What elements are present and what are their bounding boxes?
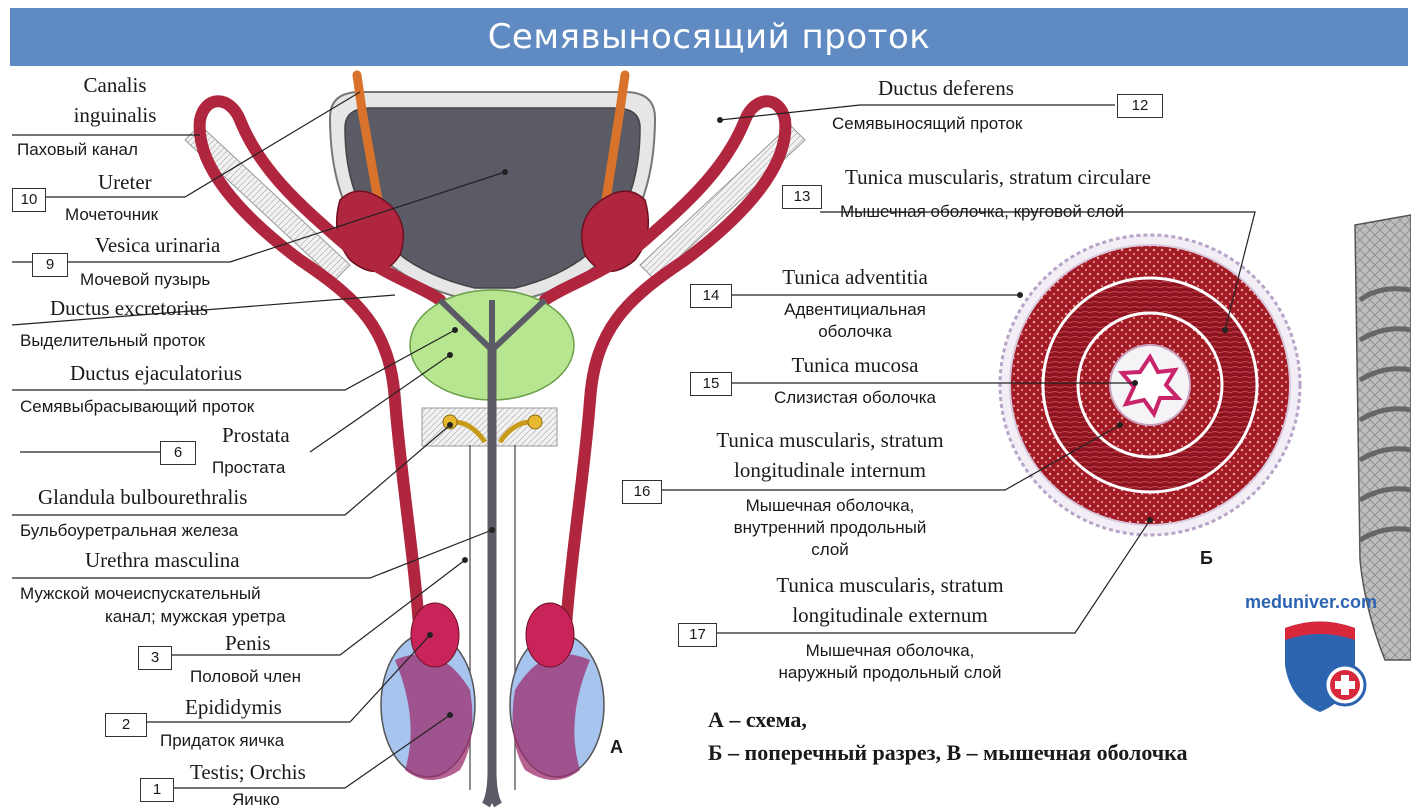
penis-label-lat: Penis (225, 631, 271, 656)
ejaculatorius-label-lat: Ductus ejaculatorius (70, 361, 242, 386)
urethra-label-rus-1: Мужской мочеиспускательный (20, 584, 261, 604)
ureter-label-rus: Мочеточник (65, 205, 158, 225)
panel-letter-a: А (610, 737, 623, 758)
testis-right (510, 603, 604, 780)
adv-label-rus-1: Адвентициальная (740, 300, 970, 320)
prostata-label-lat: Prostata (222, 423, 290, 448)
penis-label-rus: Половой член (190, 667, 301, 687)
ext-label-rus-1: Мышечная оболочка, (735, 641, 1045, 661)
legend-line-1: А – схема, (708, 707, 807, 733)
urethra-label-lat: Urethra masculina (85, 548, 240, 573)
muc-label-lat: Tunica mucosa (740, 353, 970, 378)
int-label-lat-1: Tunica muscularis, stratum (680, 428, 980, 453)
deferens-label-rus: Семявыносящий проток (832, 114, 1022, 134)
vesica-label-rus: Мочевой пузырь (80, 270, 210, 290)
excretorius-label-rus: Выделительный проток (20, 331, 205, 351)
label-number-1: 1 (140, 778, 174, 802)
label-number-2: 2 (105, 713, 147, 737)
urethra (486, 350, 498, 805)
circ-label-lat: Tunica muscularis, stratum circulare (845, 165, 1151, 190)
label-number-15: 15 (690, 372, 732, 396)
label-number-12: 12 (1117, 94, 1163, 118)
circ-label-rus: Мышечная оболочка, круговой слой (840, 202, 1124, 222)
deferens-label-lat: Ductus deferens (878, 76, 1014, 101)
label-number-16: 16 (622, 480, 662, 504)
adv-label-rus-2: оболочка (740, 322, 970, 342)
label-number-3: 3 (138, 646, 172, 670)
canalis-label-rus: Паховый канал (17, 140, 138, 160)
canalis-label-lat-1: Canalis (60, 73, 170, 98)
testis-label-rus: Яичко (232, 790, 280, 810)
muc-label-rus: Слизистая оболочка (740, 388, 970, 408)
prostata-label-rus: Простата (212, 458, 285, 478)
cross-section (1000, 235, 1300, 535)
label-number-17: 17 (678, 623, 717, 647)
int-label-lat-2: longitudinale internum (680, 458, 980, 483)
label-number-9: 9 (32, 253, 68, 277)
label-number-14: 14 (690, 284, 732, 308)
int-label-rus-3: слой (680, 540, 980, 560)
epididymis-label-rus: Придаток яичка (160, 731, 284, 751)
ext-label-rus-2: наружный продольный слой (735, 663, 1045, 683)
vesica-label-lat: Vesica urinaria (95, 233, 220, 258)
ureter-label-lat: Ureter (98, 170, 152, 195)
ext-label-lat-2: longitudinale externum (735, 603, 1045, 628)
epididymis-label-lat: Epididymis (185, 695, 282, 720)
canalis-label-lat-2: inguinalis (45, 103, 185, 128)
label-number-13: 13 (782, 185, 822, 209)
label-number-10: 10 (12, 188, 46, 212)
bulbo-label-lat: Glandula bulbourethralis (38, 485, 247, 510)
panel-letter-b: Б (1200, 548, 1213, 569)
legend-line-2: Б – поперечный разрез, В – мышечная обол… (708, 740, 1188, 766)
int-label-rus-1: Мышечная оболочка, (680, 496, 980, 516)
adv-label-lat: Tunica adventitia (740, 265, 970, 290)
ext-label-lat-1: Tunica muscularis, stratum (735, 573, 1045, 598)
bulbo-label-rus: Бульбоуретральная железа (20, 521, 238, 541)
urethra-label-rus-2: канал; мужская уретра (105, 607, 285, 627)
shield-cross-icon (1285, 622, 1365, 713)
ejaculatorius-label-rus: Семявыбрасывающий проток (20, 397, 254, 417)
brand-watermark: meduniver.com (1245, 592, 1377, 613)
testis-label-lat: Testis; Orchis (190, 760, 306, 785)
excretorius-label-lat: Ductus excretorius (50, 296, 208, 321)
label-number-6: 6 (160, 441, 196, 465)
int-label-rus-2: внутренний продольный (680, 518, 980, 538)
